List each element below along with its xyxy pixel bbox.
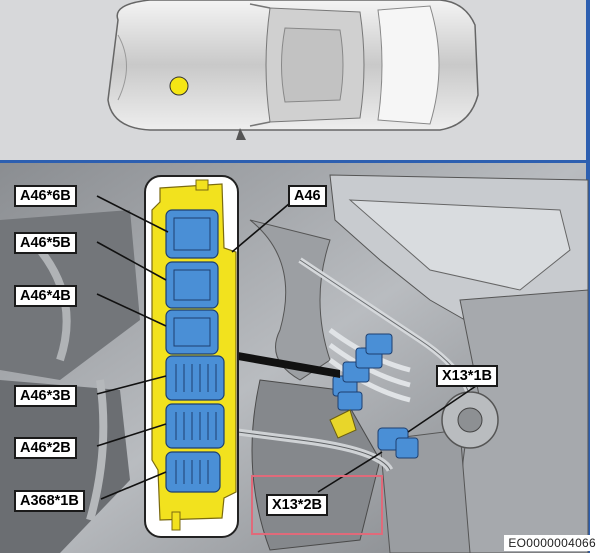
- car-locator-panel: [0, 0, 590, 160]
- connector-a368-1b: [165, 451, 221, 493]
- connector-a46-6b: [165, 209, 219, 259]
- figure-id: EO0000004066: [504, 535, 600, 551]
- callout-x13-1b: X13*1B: [436, 365, 498, 387]
- connector-a46-2b: [165, 403, 225, 449]
- engine-bay-panel: [0, 160, 590, 554]
- callout-a46-5b: A46*5B: [14, 232, 77, 254]
- highlight-box-x13-2b: [251, 475, 383, 535]
- module-a46: [144, 175, 239, 538]
- callout-x13-2b: X13*2B: [266, 494, 328, 516]
- callout-a46-2b: A46*2B: [14, 437, 77, 459]
- leader-lines: [96, 195, 477, 500]
- car-top-view-icon: [107, 0, 479, 140]
- callout-a368-1b: A368*1B: [14, 490, 85, 512]
- connector-a46-3b: [165, 355, 225, 401]
- connector-a46-5b: [165, 261, 219, 309]
- callout-a46: A46: [288, 185, 327, 207]
- location-dot-icon: [169, 76, 189, 96]
- callout-a46-6b: A46*6B: [14, 185, 77, 207]
- callout-a46-3b: A46*3B: [14, 385, 77, 407]
- connector-a46-4b: [165, 309, 219, 355]
- callout-a46-4b: A46*4B: [14, 285, 77, 307]
- engine-bay-connectors: [329, 333, 419, 459]
